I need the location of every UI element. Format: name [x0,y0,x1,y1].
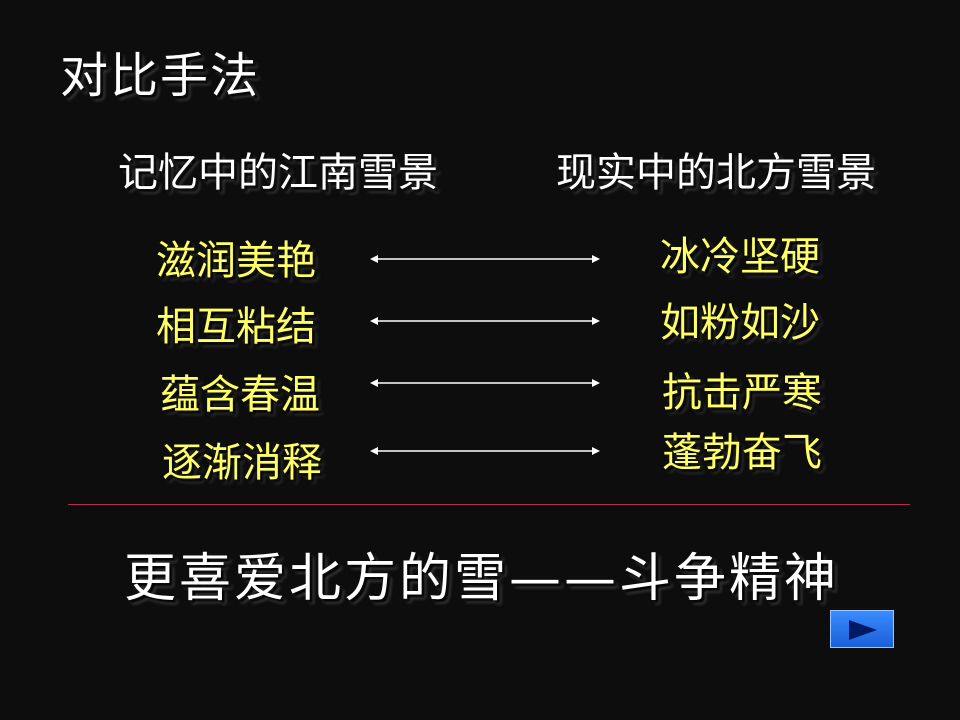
left-term-2: 相互粘结 [156,304,316,350]
divider-line [68,504,910,505]
right-column-heading: 现实中的北方雪景 [556,150,876,196]
left-column-heading: 记忆中的江南雪景 [118,150,438,196]
double-arrow-icon [370,445,600,457]
left-term-1: 滋润美艳 [156,238,316,284]
right-term-2: 如粉如沙 [660,300,820,346]
right-term-4: 蓬勃奋飞 [662,430,822,476]
left-term-3: 蕴含春温 [160,372,320,418]
next-slide-button[interactable] [830,610,894,648]
slide-title: 对比手法 [60,48,261,104]
left-term-4: 逐渐消释 [162,440,322,486]
conclusion-text: 更喜爱北方的雪——斗争精神 [124,549,840,609]
double-arrow-icon [370,315,600,327]
right-term-1: 冰冷坚硬 [660,234,820,280]
right-term-3: 抗击严寒 [662,370,822,416]
double-arrow-icon [370,377,600,389]
double-arrow-icon [370,253,600,265]
play-triangle-icon [849,620,877,640]
